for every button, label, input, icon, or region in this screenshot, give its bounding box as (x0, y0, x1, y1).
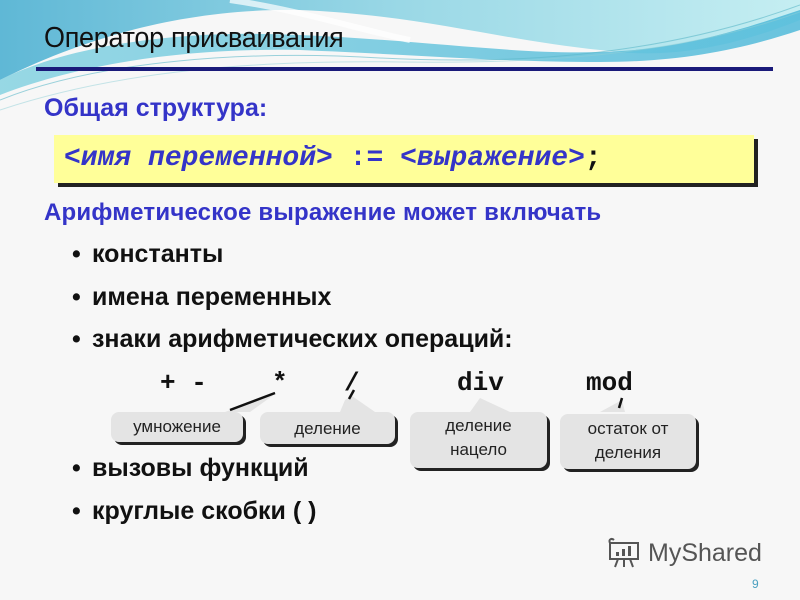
slide-title: Оператор присваивания (44, 22, 344, 54)
bullet-text: круглые скобки ( ) (92, 497, 317, 525)
callout-div-line2: нацело (450, 440, 507, 459)
bullet-item: • круглые скобки ( ) (72, 497, 316, 526)
watermark-logo: MyShared (606, 537, 762, 569)
callout-div-line1: деление (445, 416, 512, 435)
syntax-terminator: ; (584, 143, 602, 174)
bullet-item: • имена переменных (72, 283, 331, 312)
callout-mod-line2: деления (594, 443, 662, 462)
callout-mod: остаток от деления (560, 414, 696, 469)
bullet-text: вызовы функций (92, 454, 309, 482)
bullet-dot: • (72, 325, 81, 353)
syntax-box: <имя переменной> := <выражение>; (54, 135, 754, 183)
operator-mod: mod (586, 368, 633, 398)
callout-divide: деление (260, 412, 395, 444)
callout-mod-line1: остаток от (587, 419, 669, 438)
bullet-item: • вызовы функций (72, 454, 309, 483)
bullet-dot: • (72, 454, 81, 482)
bullet-dot: • (72, 497, 81, 525)
bullet-text: знаки арифметических операций: (92, 325, 513, 353)
bullet-dot: • (72, 283, 81, 311)
expression-intro: Арифметическое выражение может включать (44, 199, 602, 226)
syntax-code: <имя переменной> := <выражение>; (64, 143, 602, 174)
bullet-text: константы (92, 240, 224, 268)
operator-multiply: * (272, 368, 288, 398)
callout-multiply: умножение (111, 412, 243, 442)
bullet-item: • константы (72, 240, 223, 269)
operator-divide: / (344, 368, 360, 398)
syntax-right: <выражение> (400, 143, 585, 174)
callout-div: деление нацело (410, 412, 547, 468)
bullet-text: имена переменных (92, 283, 332, 311)
syntax-left: <имя переменной> (64, 143, 333, 174)
watermark-text: MyShared (648, 538, 762, 567)
bullet-item: • знаки арифметических операций: (72, 325, 513, 354)
section-heading: Общая структура: (44, 94, 268, 122)
title-underline (36, 67, 773, 71)
bullet-dot: • (72, 240, 81, 268)
page-number: 9 (752, 577, 759, 591)
presentation-board-icon (608, 538, 639, 568)
syntax-operator: := (332, 143, 401, 174)
operator-plus-minus: + - (160, 368, 207, 398)
operator-div: div (457, 368, 504, 398)
